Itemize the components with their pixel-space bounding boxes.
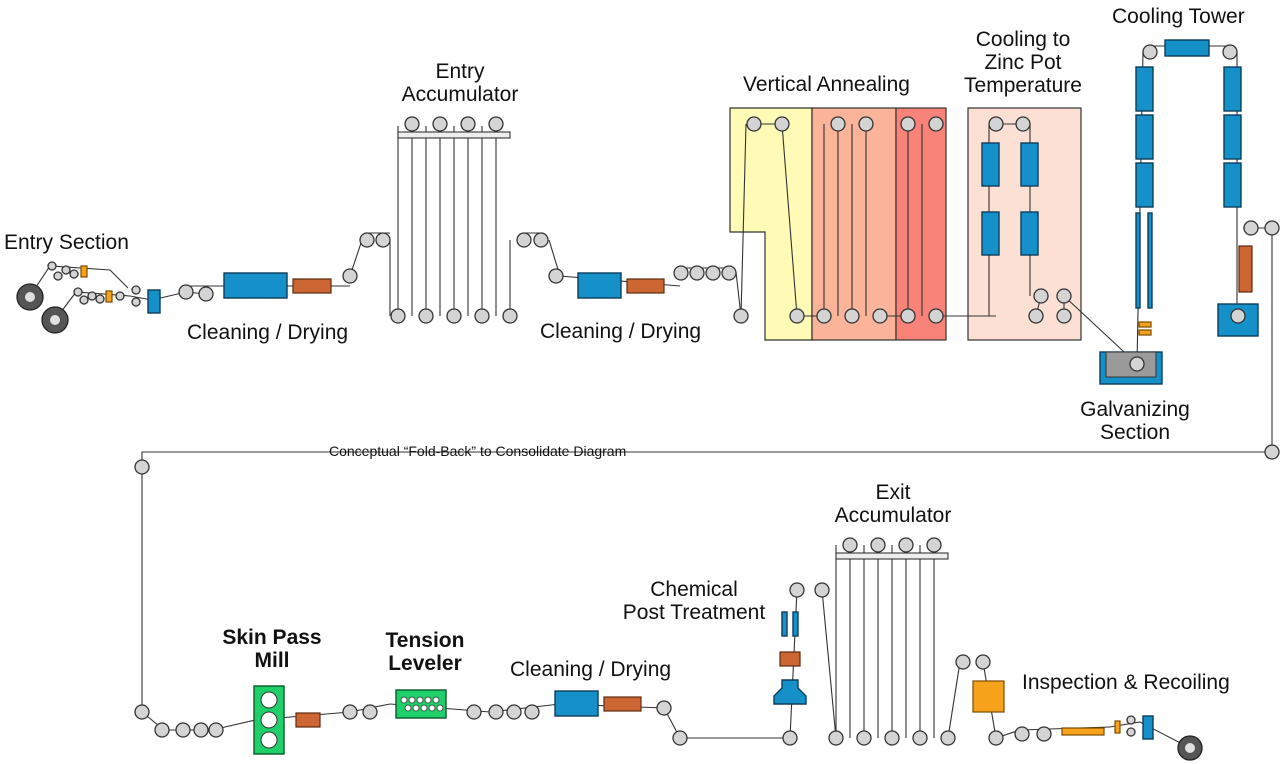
label-galvanizing-line1: Galvanizing [1080,398,1190,421]
label-entry-accumulator-line2: Accumulator [401,83,519,106]
inspection-recoiling-equipment [955,654,1203,761]
label-tension-leveler: Tension Leveler [360,629,490,675]
label-cooling-to-zinc-pot: Cooling to Zinc Pot Temperature [950,28,1096,97]
label-cooling-line2: Zinc Pot [984,51,1062,74]
label-galvanizing-section: Galvanizing Section [1060,398,1210,444]
label-vertical-annealing: Vertical Annealing [743,73,910,96]
cleaning-drying-1-equipment [178,268,358,302]
label-cooling-line3: Temperature [964,74,1082,97]
furnace-zone-soaking [895,107,947,341]
cleaning-drying-3-equipment [554,690,672,717]
label-exit-accumulator-line2: Accumulator [834,504,952,527]
label-skin-pass-mill: Skin Pass Mill [207,626,337,672]
entry-accumulator-equipment [359,116,549,324]
zinc-pot [1099,351,1163,385]
label-exit-accumulator: Exit Accumulator [813,481,973,527]
label-skin-pass-line1: Skin Pass [222,626,322,649]
bridle-rolls-1 [154,722,224,738]
cleaning-drying-2-equipment [548,265,749,324]
label-cleaning-drying-3: Cleaning / Drying [510,658,672,681]
label-entry-accumulator: Entry Accumulator [380,60,540,106]
label-chemical-post-treatment: Chemical Post Treatment [612,578,776,624]
exit-accumulator-equipment [828,537,956,746]
label-chemical-line1: Chemical [650,578,738,601]
label-fold-back-note: Conceptual “Fold-Back” to Consolidate Di… [329,443,627,459]
cooling-tower-equipment [1135,39,1280,460]
label-skin-pass-line2: Mill [254,649,290,672]
label-galvanizing-line2: Section [1099,421,1171,444]
fold-back-line [141,451,1272,712]
label-cooling-tower: Cooling Tower [1112,5,1245,28]
label-entry-accumulator-line1: Entry [435,60,485,83]
vertical-annealing-rolls [746,116,944,324]
label-exit-accumulator-line1: Exit [875,481,911,504]
chemical-post-treatment-equipment [773,582,830,705]
label-inspection-recoiling: Inspection & Recoiling [1022,671,1230,694]
label-tension-line1: Tension [385,629,465,652]
label-cleaning-drying-1: Cleaning / Drying [187,321,349,344]
skin-pass-mill-equipment [253,685,285,755]
label-cooling-line1: Cooling to [975,28,1071,51]
label-chemical-line2: Post Treatment [622,601,766,624]
furnace-zone-preheat [729,107,813,341]
fold-back-roll [134,459,150,475]
furnace-zone-heating [811,107,897,341]
tension-leveler-equipment [395,689,447,719]
label-tension-line2: Leveler [388,652,462,675]
welder-icon [147,289,161,314]
entry-section [16,261,161,334]
label-entry-section: Entry Section [4,231,129,254]
cooling-to-zinc-pot-equipment [981,116,1072,324]
strip-path-top [29,45,1273,452]
label-cleaning-drying-2: Cleaning / Drying [540,320,702,343]
